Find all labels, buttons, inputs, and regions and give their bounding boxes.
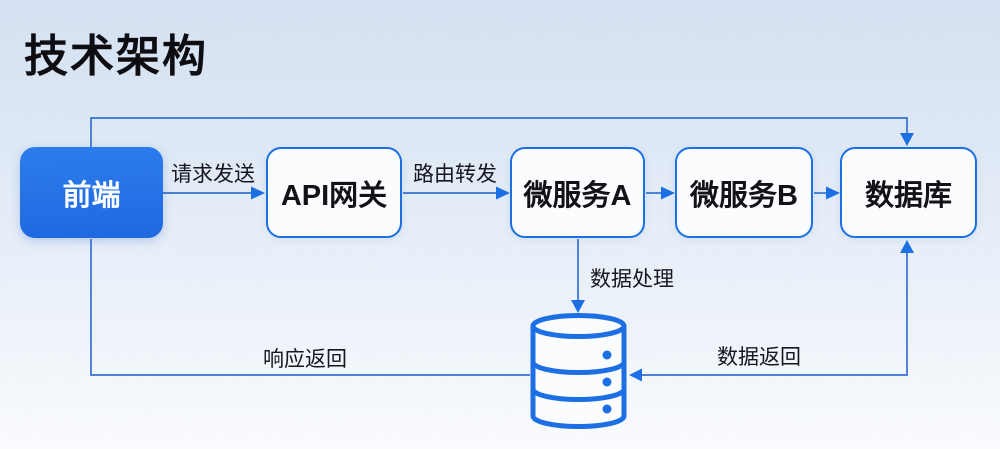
node-frontend: 前端 xyxy=(20,147,163,238)
node-service-a: 微服务A xyxy=(510,147,645,238)
arrowhead-into-database-left xyxy=(826,186,840,200)
edge-label-data-return: 数据返回 xyxy=(717,346,801,369)
edge-label-request: 请求发送 xyxy=(171,163,255,186)
node-service-b: 微服务B xyxy=(675,147,813,238)
edge-label-process: 数据处理 xyxy=(590,268,674,291)
edge-frontend-top-to-database xyxy=(90,117,908,147)
arrowhead-into-database-bottom xyxy=(900,240,914,253)
arrowhead-into-gateway xyxy=(251,186,265,200)
arrowhead-into-storage-right xyxy=(629,368,642,382)
edge-label-route: 路由转发 xyxy=(413,163,497,186)
arrowhead-into-service-b xyxy=(661,186,675,200)
edge-label-response: 响应返回 xyxy=(263,348,347,371)
arrowhead-into-storage-top xyxy=(571,300,585,313)
database-cylinder-icon xyxy=(530,313,627,429)
node-api-gateway: API网关 xyxy=(266,147,402,238)
arrowhead-into-database-top xyxy=(900,133,914,146)
page-title: 技术架构 xyxy=(24,32,208,81)
edge-response-return xyxy=(90,239,530,376)
arrowhead-into-service-a xyxy=(496,186,510,200)
node-database: 数据库 xyxy=(840,147,977,238)
edge-storage-database-return xyxy=(642,253,908,376)
